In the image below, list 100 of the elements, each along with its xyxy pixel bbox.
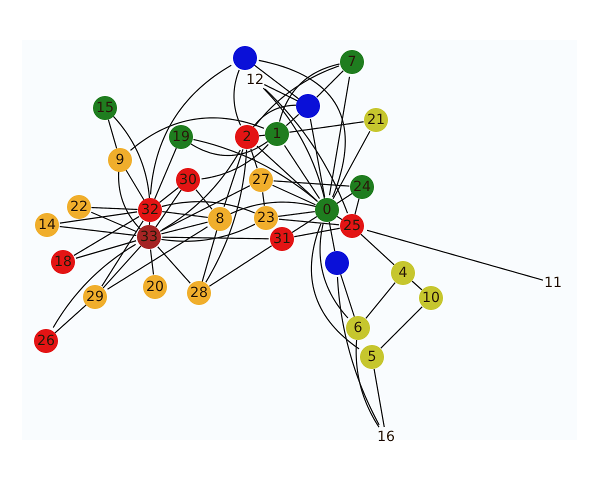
connector-line [328, 76, 350, 196]
node-number: 10 [422, 291, 440, 305]
connector-line [157, 246, 191, 284]
node-number: 7 [348, 55, 356, 69]
connector-line [148, 222, 150, 225]
node-number: 27 [252, 173, 270, 187]
connector-line [256, 146, 318, 202]
connector-line [196, 189, 212, 210]
connector-line [274, 180, 350, 187]
connector-line [286, 114, 300, 126]
connector-line [292, 216, 318, 233]
connector-line [159, 187, 179, 203]
connector-line [332, 130, 370, 200]
node-number: 8 [216, 212, 224, 226]
connector-line [160, 185, 250, 232]
node-number: 5 [368, 350, 376, 364]
connector-line [161, 222, 208, 234]
connector-line [130, 117, 264, 151]
node-number: 1 [272, 127, 282, 141]
connector-line [258, 134, 266, 136]
connector-line [76, 240, 136, 259]
connector-line [233, 70, 242, 126]
connector-line [262, 88, 326, 199]
connector-line [205, 150, 248, 283]
connector-line [319, 224, 348, 318]
node-number: 21 [367, 113, 385, 127]
connector-line [278, 211, 315, 217]
node-number: 24 [353, 180, 371, 194]
connector-line [336, 276, 380, 426]
connector-line [356, 340, 380, 428]
connector-line [162, 201, 255, 214]
connector-line [162, 236, 269, 240]
node-number: 14 [38, 218, 56, 232]
connector-line [102, 246, 142, 288]
connector-line [336, 192, 353, 204]
connector-line [101, 220, 144, 286]
node-number: 9 [116, 153, 124, 167]
connector-line [190, 141, 268, 156]
connector-line [74, 216, 140, 256]
node-number: 16 [377, 430, 395, 444]
node-number: 18 [54, 255, 72, 269]
node-number: 33 [140, 230, 158, 244]
connector-line [272, 184, 316, 206]
node-number: 25 [343, 219, 361, 233]
connector-line [374, 368, 385, 428]
connector-line [264, 84, 298, 102]
node-number: 29 [86, 290, 104, 304]
node-number: 26 [37, 334, 55, 348]
node-number: 32 [141, 203, 159, 217]
connector-line [209, 245, 272, 287]
connector-line [230, 202, 316, 214]
connector-line [154, 148, 177, 200]
connector-line [310, 118, 326, 198]
connector-line [254, 64, 299, 100]
node-number: 15 [96, 101, 114, 115]
connector-line [365, 282, 396, 319]
connector-line [340, 274, 355, 317]
node-number: 19 [172, 130, 190, 144]
connector-line [91, 212, 137, 232]
connector-line [354, 198, 360, 214]
node-number: 6 [354, 321, 362, 335]
connector-line [380, 306, 423, 349]
connector-line [250, 148, 258, 168]
connector-line [150, 64, 232, 195]
connector-line [252, 104, 296, 128]
node-number: 31 [273, 232, 291, 246]
connector-line [201, 144, 269, 180]
connector-line [91, 206, 138, 210]
connector-line [278, 63, 340, 122]
node-number: 23 [257, 211, 275, 225]
node-number: 11 [544, 276, 562, 290]
connector-line [294, 228, 340, 238]
connector-line [328, 222, 336, 252]
connector-line [60, 211, 138, 224]
connector-line [155, 190, 182, 228]
connector-line [278, 218, 340, 226]
connector-line [202, 230, 218, 282]
connector-line [360, 234, 394, 266]
connector-line [284, 145, 320, 199]
node-number: 30 [179, 173, 197, 187]
connector-line [258, 60, 346, 198]
node-number: 22 [70, 200, 88, 214]
connector-line [108, 120, 118, 148]
connector-line [262, 192, 265, 206]
connector-line [54, 304, 87, 334]
connector-line [412, 280, 422, 290]
node-number: 20 [146, 280, 164, 294]
connector-line [316, 70, 344, 98]
node-number: 4 [398, 266, 408, 280]
connector-line [113, 116, 150, 198]
connector-line [107, 226, 208, 290]
connector-line [161, 224, 256, 242]
connector-line [366, 230, 544, 281]
connector-line [223, 149, 244, 207]
connector-line [193, 138, 318, 202]
connector-line [310, 224, 360, 350]
connector-line [150, 249, 154, 275]
connector-line [125, 170, 145, 200]
connector-line [60, 226, 136, 236]
node-number: 2 [242, 130, 252, 144]
